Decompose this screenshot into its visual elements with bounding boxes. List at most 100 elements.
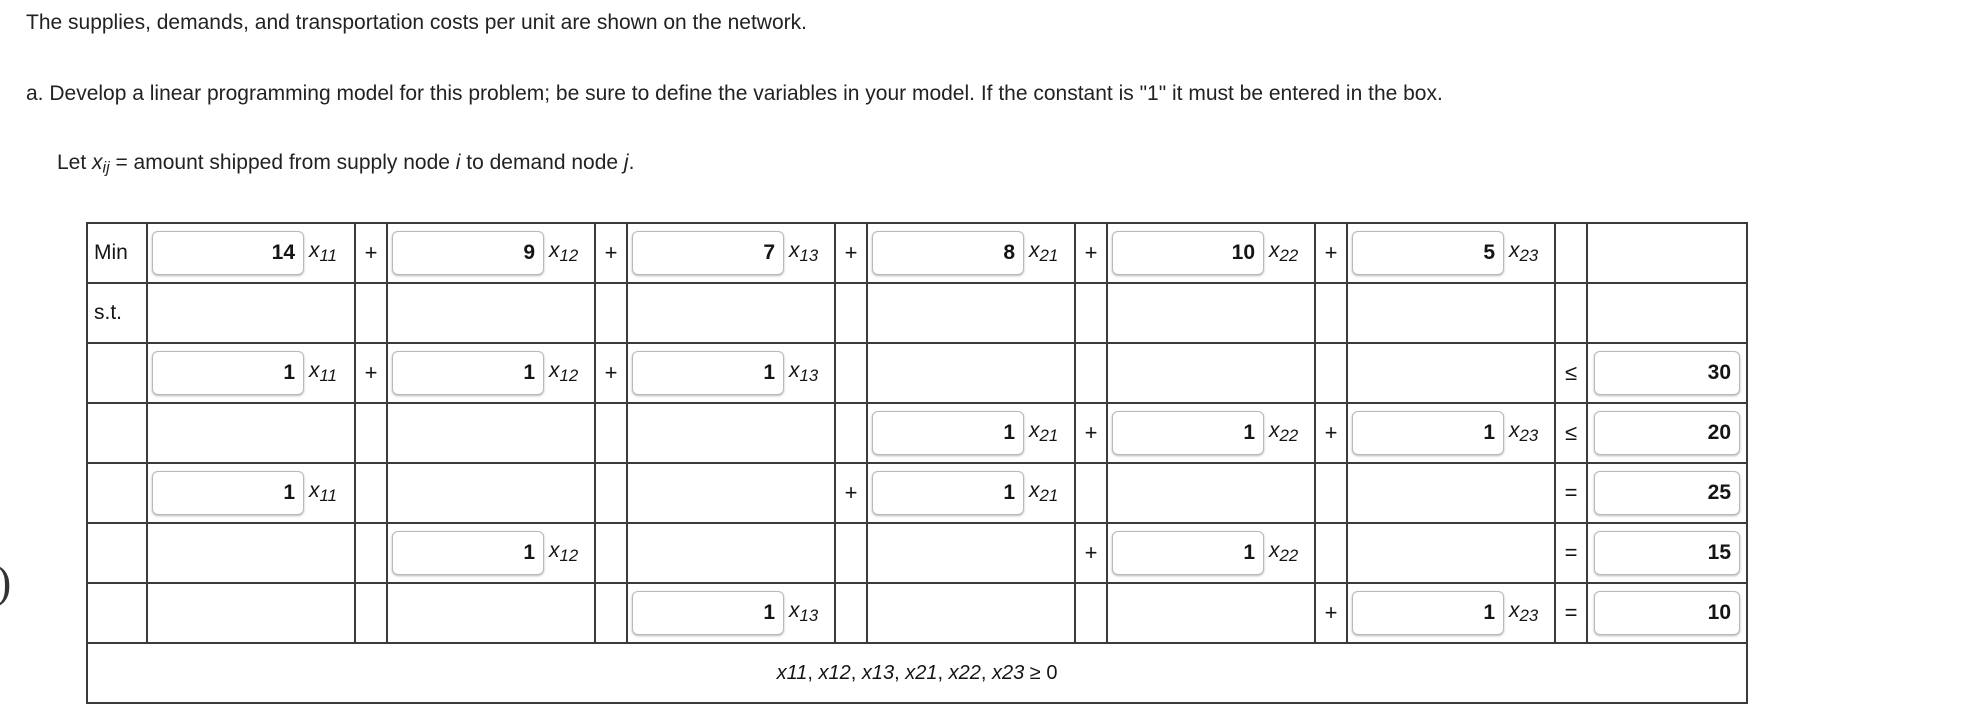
index-j: j (623, 151, 629, 174)
nonneg-sep: , (850, 661, 862, 684)
nonneg-sep: , (894, 661, 906, 684)
rhs-input-c1[interactable]: 30 (1594, 351, 1740, 395)
plus-operator: + (354, 342, 388, 404)
coefficient-input-c3-x21[interactable]: 1 (872, 471, 1024, 515)
constraint-2-empty-term-3 (626, 402, 836, 464)
coefficient-input-c4-x12[interactable]: 1 (392, 531, 544, 575)
constraint-5-term-x13: 1 x13 (626, 582, 836, 644)
coefficient-input-c2-x22[interactable]: 1 (1112, 411, 1264, 455)
st-empty-3 (386, 282, 596, 344)
coefficient-input-obj-x21[interactable]: 8 (872, 231, 1024, 275)
constraint-1-empty-op-1 (834, 342, 868, 404)
constraint-1-term-x11: 1 x11 (146, 342, 356, 404)
coefficient-input-obj-x13[interactable]: 7 (632, 231, 784, 275)
min-label: Min (94, 241, 128, 264)
constraint-5-label-cell (86, 582, 148, 644)
objective-term-x11: 14 x11 (146, 222, 356, 284)
definition-period: . (628, 151, 635, 174)
st-empty-13 (1586, 282, 1748, 344)
coefficient-input-obj-x23[interactable]: 5 (1352, 231, 1504, 275)
constraint-1-empty-term-2 (1106, 342, 1316, 404)
coefficient-input-c2-x23[interactable]: 1 (1352, 411, 1504, 455)
rhs-input-c5[interactable]: 10 (1594, 591, 1740, 635)
variable-label-x12: x12 (549, 239, 579, 266)
constraint-1-term-x13: 1 x13 (626, 342, 836, 404)
st-empty-11 (1346, 282, 1556, 344)
st-empty-5 (626, 282, 836, 344)
plus-operator: + (1074, 222, 1108, 284)
plus-operator: + (1074, 522, 1108, 584)
objective-label-cell: Min (86, 222, 148, 284)
constraint-row-supply-1: 1 x11 + 1 x12 + 1 x13 ≤ 30 (86, 342, 1748, 404)
variable-label-x13: x13 (789, 599, 819, 626)
rhs-input-c3[interactable]: 25 (1594, 471, 1740, 515)
constraint-3-empty-term-1 (386, 462, 596, 524)
question-prompt: a. Develop a linear programming model fo… (26, 81, 1443, 106)
constraint-2-empty-term-2 (386, 402, 596, 464)
constraint-2-empty-op-3 (834, 402, 868, 464)
variable-label-x12: x12 (549, 359, 579, 386)
constraint-4-empty-term-2 (626, 522, 836, 584)
constraint-2-term-x23: 1 x23 (1346, 402, 1556, 464)
coefficient-input-c3-x11[interactable]: 1 (152, 471, 304, 515)
coefficient-input-c5-x13[interactable]: 1 (632, 591, 784, 635)
variable-label-x23: x23 (1509, 239, 1539, 266)
st-empty-6 (834, 282, 868, 344)
let-prefix: Let (57, 151, 93, 174)
objective-term-x22: 10 x22 (1106, 222, 1316, 284)
constraint-5-rhs-cell: 10 (1586, 582, 1748, 644)
constraint-1-relation: ≤ (1554, 342, 1588, 404)
constraint-3-empty-term-3 (1106, 462, 1316, 524)
objective-term-x13: 7 x13 (626, 222, 836, 284)
coefficient-input-c1-x13[interactable]: 1 (632, 351, 784, 395)
nonneg-sep: , (980, 661, 992, 684)
nonneg-x23: x23 (991, 661, 1025, 684)
constraint-1-empty-term-1 (866, 342, 1076, 404)
constraint-row-demand-3: 1 x13 + 1 x23 = 10 (86, 582, 1748, 644)
variable-label-x11: x11 (309, 359, 337, 386)
coefficient-input-c4-x22[interactable]: 1 (1112, 531, 1264, 575)
constraint-2-empty-term-1 (146, 402, 356, 464)
constraint-3-empty-term-2 (626, 462, 836, 524)
constraint-4-term-x22: 1 x22 (1106, 522, 1316, 584)
coefficient-input-c2-x21[interactable]: 1 (872, 411, 1024, 455)
coefficient-input-obj-x22[interactable]: 10 (1112, 231, 1264, 275)
nonneg-x11: x11 (776, 661, 808, 684)
variable-label-x21: x21 (1029, 419, 1059, 446)
nonneg-relation: ≥ (1029, 661, 1041, 684)
constraint-1-term-x12: 1 x12 (386, 342, 596, 404)
coefficient-input-c1-x12[interactable]: 1 (392, 351, 544, 395)
index-i: i (455, 151, 461, 174)
st-empty-12 (1554, 282, 1588, 344)
variable-label-x21: x21 (1029, 479, 1059, 506)
plus-operator: + (1074, 402, 1108, 464)
constraint-3-term-x11: 1 x11 (146, 462, 356, 524)
rhs-input-c4[interactable]: 15 (1594, 531, 1740, 575)
coefficient-input-c1-x11[interactable]: 1 (152, 351, 304, 395)
variable-label-x21: x21 (1029, 239, 1059, 266)
constraint-5-empty-term-1 (146, 582, 356, 644)
variable-x-base: x (92, 151, 103, 174)
variable-label-x23: x23 (1509, 599, 1539, 626)
nonneg-x13: x13 (861, 661, 895, 684)
variable-label-x22: x22 (1269, 239, 1299, 266)
constraint-1-label-cell (86, 342, 148, 404)
coefficient-input-c5-x23[interactable]: 1 (1352, 591, 1504, 635)
constraint-2-label-cell (86, 402, 148, 464)
definition-text-b: to demand node (460, 151, 624, 174)
coefficient-input-obj-x12[interactable]: 9 (392, 231, 544, 275)
constraint-3-empty-op-2 (594, 462, 628, 524)
question-text: a. Develop a linear programming model fo… (26, 82, 1443, 105)
constraint-4-term-x12: 1 x12 (386, 522, 596, 584)
constraint-3-empty-term-4 (1346, 462, 1556, 524)
constraint-4-empty-op-1 (354, 522, 388, 584)
objective-relation-cell-empty (1554, 222, 1588, 284)
variable-label-x22: x22 (1269, 539, 1299, 566)
constraint-3-empty-op-1 (354, 462, 388, 524)
coefficient-input-obj-x11[interactable]: 14 (152, 231, 304, 275)
constraint-2-empty-op-1 (354, 402, 388, 464)
plus-operator: + (834, 222, 868, 284)
plus-operator: + (1314, 402, 1348, 464)
rhs-input-c2[interactable]: 20 (1594, 411, 1740, 455)
constraint-2-term-x21: 1 x21 (866, 402, 1076, 464)
